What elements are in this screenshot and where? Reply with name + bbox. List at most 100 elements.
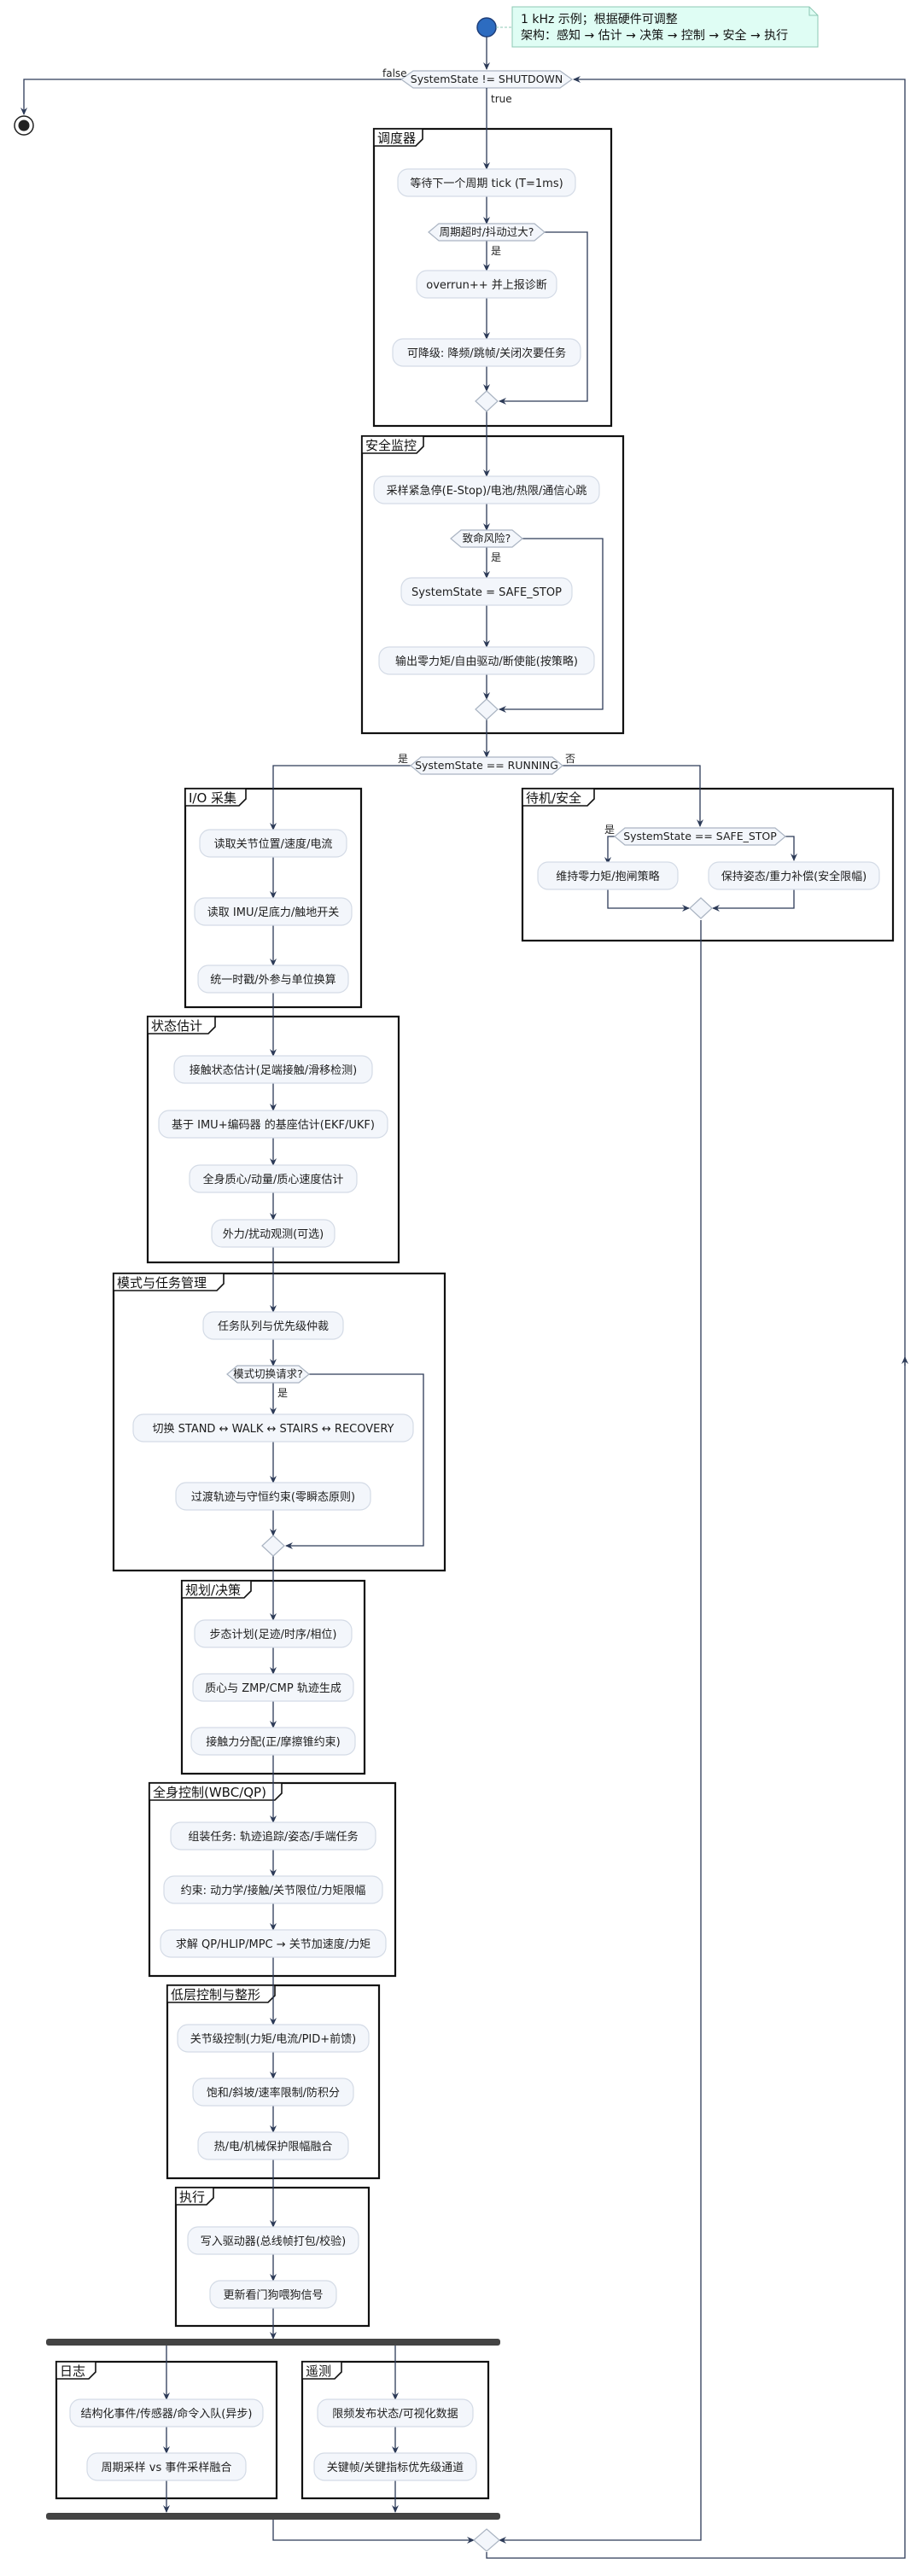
node-transition: 过渡轨迹与守恒约束(零瞬态原则) <box>175 1482 371 1511</box>
mode-merge-diamond <box>261 1535 285 1557</box>
svg-text:接触力分配(正/摩擦锥约束): 接触力分配(正/摩擦锥约束) <box>206 1735 341 1749</box>
svg-text:更新看门狗喂狗信号: 更新看门狗喂狗信号 <box>223 2288 323 2302</box>
note-line-2: 架构：感知 → 估计 → 决策 → 控制 → 安全 → 执行 <box>521 28 788 43</box>
final-merge-diamond <box>473 2528 500 2552</box>
node-read-imu: 读取 IMU/足底力/触地开关 <box>194 897 353 926</box>
node-saturation: 饱和/斜坡/速率限制/防积分 <box>192 2078 354 2107</box>
svg-text:等待下一个周期 tick (T=1ms): 等待下一个周期 tick (T=1ms) <box>410 177 563 190</box>
edges <box>20 37 908 2559</box>
node-sync-time: 统一时戳/外参与单位换算 <box>197 965 349 994</box>
svg-text:周期超时/抖动过大?: 周期超时/抖动过大? <box>440 225 534 238</box>
architecture-note: 1 kHz 示例；根据硬件可调整 架构：感知 → 估计 → 决策 → 控制 → … <box>496 6 819 48</box>
loop-condition-label: SystemState != SHUTDOWN <box>411 73 563 85</box>
partition-safety: 安全监控 <box>360 434 625 735</box>
node-base-estimation: 基于 IMU+编码器 的基座估计(EKF/UKF) <box>158 1110 388 1139</box>
partition-planning-title: 规划/决策 <box>185 1582 241 1598</box>
svg-text:求解 QP/HLIP/MPC → 关节加速度/力矩: 求解 QP/HLIP/MPC → 关节加速度/力矩 <box>176 1938 371 1951</box>
node-watchdog: 更新看门狗喂狗信号 <box>209 2280 337 2309</box>
node-task-queue: 任务队列与优先级仲裁 <box>202 1311 344 1340</box>
svg-text:SystemState == SAFE_STOP: SystemState == SAFE_STOP <box>623 830 777 842</box>
node-force-distribution: 接触力分配(正/摩擦锥约束) <box>190 1727 356 1756</box>
diamond-running-check: SystemState == RUNNING <box>410 756 563 775</box>
svg-text:饱和/斜坡/速率限制/防积分: 饱和/斜坡/速率限制/防积分 <box>207 2086 340 2100</box>
partition-mode-title: 模式与任务管理 <box>117 1275 207 1291</box>
node-constraints: 约束: 动力学/接触/关节限位/力矩限幅 <box>163 1875 383 1904</box>
svg-text:约束: 动力学/接触/关节限位/力矩限幅: 约束: 动力学/接触/关节限位/力矩限幅 <box>181 1884 366 1897</box>
svg-text:步态计划(足迹/时序/相位): 步态计划(足迹/时序/相位) <box>210 1629 337 1641</box>
svg-text:接触状态估计(足端接触/滑移检测): 接触状态估计(足端接触/滑移检测) <box>190 1064 358 1077</box>
loop-true-label: true <box>491 93 512 105</box>
node-overrun-report: overrun++ 并上报诊断 <box>416 270 557 299</box>
node-log-merge: 周期采样 vs 事件采样融合 <box>86 2452 247 2481</box>
svg-text:写入驱动器(总线帧打包/校验): 写入驱动器(总线帧打包/校验) <box>201 2235 347 2248</box>
node-wait-tick: 等待下一个周期 tick (T=1ms) <box>397 168 576 197</box>
partition-scheduler: 调度器 <box>372 127 613 428</box>
svg-text:读取 IMU/足底力/触地开关: 读取 IMU/足底力/触地开关 <box>207 906 339 919</box>
partition-safety-title: 安全监控 <box>365 438 417 453</box>
partition-exec: 执行 <box>174 2186 371 2328</box>
end-node <box>14 115 34 136</box>
node-safety-sample: 采样紧急停(E-Stop)/电池/热限/通信心跳 <box>373 475 600 504</box>
diamond-mode-switch-check: 模式切换请求? <box>226 1365 310 1384</box>
svg-text:过渡轨迹与守恒约束(零瞬态原则): 过渡轨迹与守恒约束(零瞬态原则) <box>191 1490 355 1504</box>
node-mode-switch: 切换 STAND ↔ WALK ↔ STAIRS ↔ RECOVERY <box>132 1413 414 1442</box>
svg-text:切换 STAND ↔ WALK ↔ STAIRS ↔ REC: 切换 STAND ↔ WALK ↔ STAIRS ↔ RECOVERY <box>153 1423 394 1436</box>
svg-text:关键帧/关键指标优先级通道: 关键帧/关键指标优先级通道 <box>327 2462 464 2474</box>
node-com-trajectory: 质心与 ZMP/CMP 轨迹生成 <box>192 1673 354 1702</box>
node-contact-estimation: 接触状态估计(足端接触/滑移检测) <box>173 1055 373 1084</box>
svg-text:模式切换请求?: 模式切换请求? <box>233 1367 303 1380</box>
join-bar <box>46 2513 500 2520</box>
svg-text:结构化事件/传感器/命令入队(异步): 结构化事件/传感器/命令入队(异步) <box>81 2407 253 2421</box>
running-no-label: 否 <box>565 753 575 765</box>
node-degrade: 可降级: 降频/跳帧/关闭次要任务 <box>392 338 581 367</box>
partition-exec-title: 执行 <box>179 2189 205 2205</box>
fatal-yes-label: 是 <box>491 551 501 563</box>
svg-text:任务队列与优先级仲裁: 任务队列与优先级仲裁 <box>218 1320 329 1333</box>
svg-text:输出零力矩/自由驱动/断使能(按策略): 输出零力矩/自由驱动/断使能(按策略) <box>395 655 578 668</box>
note-line-1: 1 kHz 示例；根据硬件可调整 <box>521 13 678 26</box>
node-gait-plan: 步态计划(足迹/时序/相位) <box>194 1619 353 1648</box>
diamond-safe-stop-check: SystemState == SAFE_STOP <box>614 827 786 846</box>
node-telemetry-priority: 关键帧/关键指标优先级通道 <box>313 2452 477 2481</box>
svg-text:overrun++ 并上报诊断: overrun++ 并上报诊断 <box>426 279 547 292</box>
svg-text:统一时戳/外参与单位换算: 统一时戳/外参与单位换算 <box>210 973 336 987</box>
node-write-drivers: 写入驱动器(总线帧打包/校验) <box>187 2226 359 2255</box>
loop-condition-diamond: SystemState != SHUTDOWN <box>400 70 574 89</box>
node-hold-posture: 保持姿态/重力补偿(安全限幅) <box>708 861 880 890</box>
mode-yes-label: 是 <box>277 1387 288 1399</box>
diamond-overrun-check: 周期超时/抖动过大? <box>428 223 546 242</box>
node-hold-zero-torque: 维持零力矩/抱闸策略 <box>537 861 679 890</box>
partition-standby-title: 待机/安全 <box>526 790 581 806</box>
scheduler-merge-diamond <box>475 390 499 412</box>
safety-merge-diamond <box>475 698 499 720</box>
partition-lowlevel: 低层控制与整形 <box>166 1984 381 2180</box>
partition-log-title: 日志 <box>60 2363 85 2379</box>
partition-wbc-title: 全身控制(WBC/QP) <box>153 1785 266 1800</box>
partition-scheduler-title: 调度器 <box>377 131 416 146</box>
node-protection: 热/电/机械保护限幅融合 <box>197 2131 349 2160</box>
svg-text:保持姿态/重力补偿(安全限幅): 保持姿态/重力补偿(安全限幅) <box>721 870 867 883</box>
partition-telemetry-title: 遥测 <box>306 2363 331 2379</box>
svg-text:SystemState = SAFE_STOP: SystemState = SAFE_STOP <box>411 586 562 599</box>
svg-text:热/电/机械保护限幅融合: 热/电/机械保护限幅融合 <box>214 2141 333 2153</box>
partition-wbc: 全身控制(WBC/QP) <box>148 1781 397 1978</box>
running-yes-label: 是 <box>398 753 408 765</box>
svg-text:SystemState == RUNNING: SystemState == RUNNING <box>415 759 558 772</box>
svg-text:致命风险?: 致命风险? <box>463 532 511 545</box>
node-set-safe-stop: SystemState = SAFE_STOP <box>400 577 573 606</box>
node-telemetry-publish: 限频发布状态/可视化数据 <box>317 2398 474 2427</box>
node-disturbance-observer: 外力/扰动观测(可选) <box>211 1219 336 1248</box>
node-assemble-tasks: 组装任务: 轨迹追踪/姿态/手端任务 <box>170 1821 376 1850</box>
partition-lowlevel-title: 低层控制与整形 <box>171 1987 260 2002</box>
partition-planning: 规划/决策 <box>180 1579 366 1775</box>
node-joint-control: 关节级控制(力矩/电流/PID+前馈) <box>177 2024 370 2053</box>
node-log-enqueue: 结构化事件/传感器/命令入队(异步) <box>69 2398 264 2427</box>
svg-text:采样紧急停(E-Stop)/电池/热限/通信心跳: 采样紧急停(E-Stop)/电池/热限/通信心跳 <box>387 484 587 498</box>
diamond-fatal-check: 致命风险? <box>450 529 523 548</box>
partition-io-title: I/O 采集 <box>189 790 236 806</box>
overrun-yes-label: 是 <box>491 245 501 257</box>
node-read-joints: 读取关节位置/速度/电流 <box>199 829 347 858</box>
loop-false-label: false <box>382 67 407 79</box>
partition-standby: 待机/安全 <box>521 787 895 942</box>
